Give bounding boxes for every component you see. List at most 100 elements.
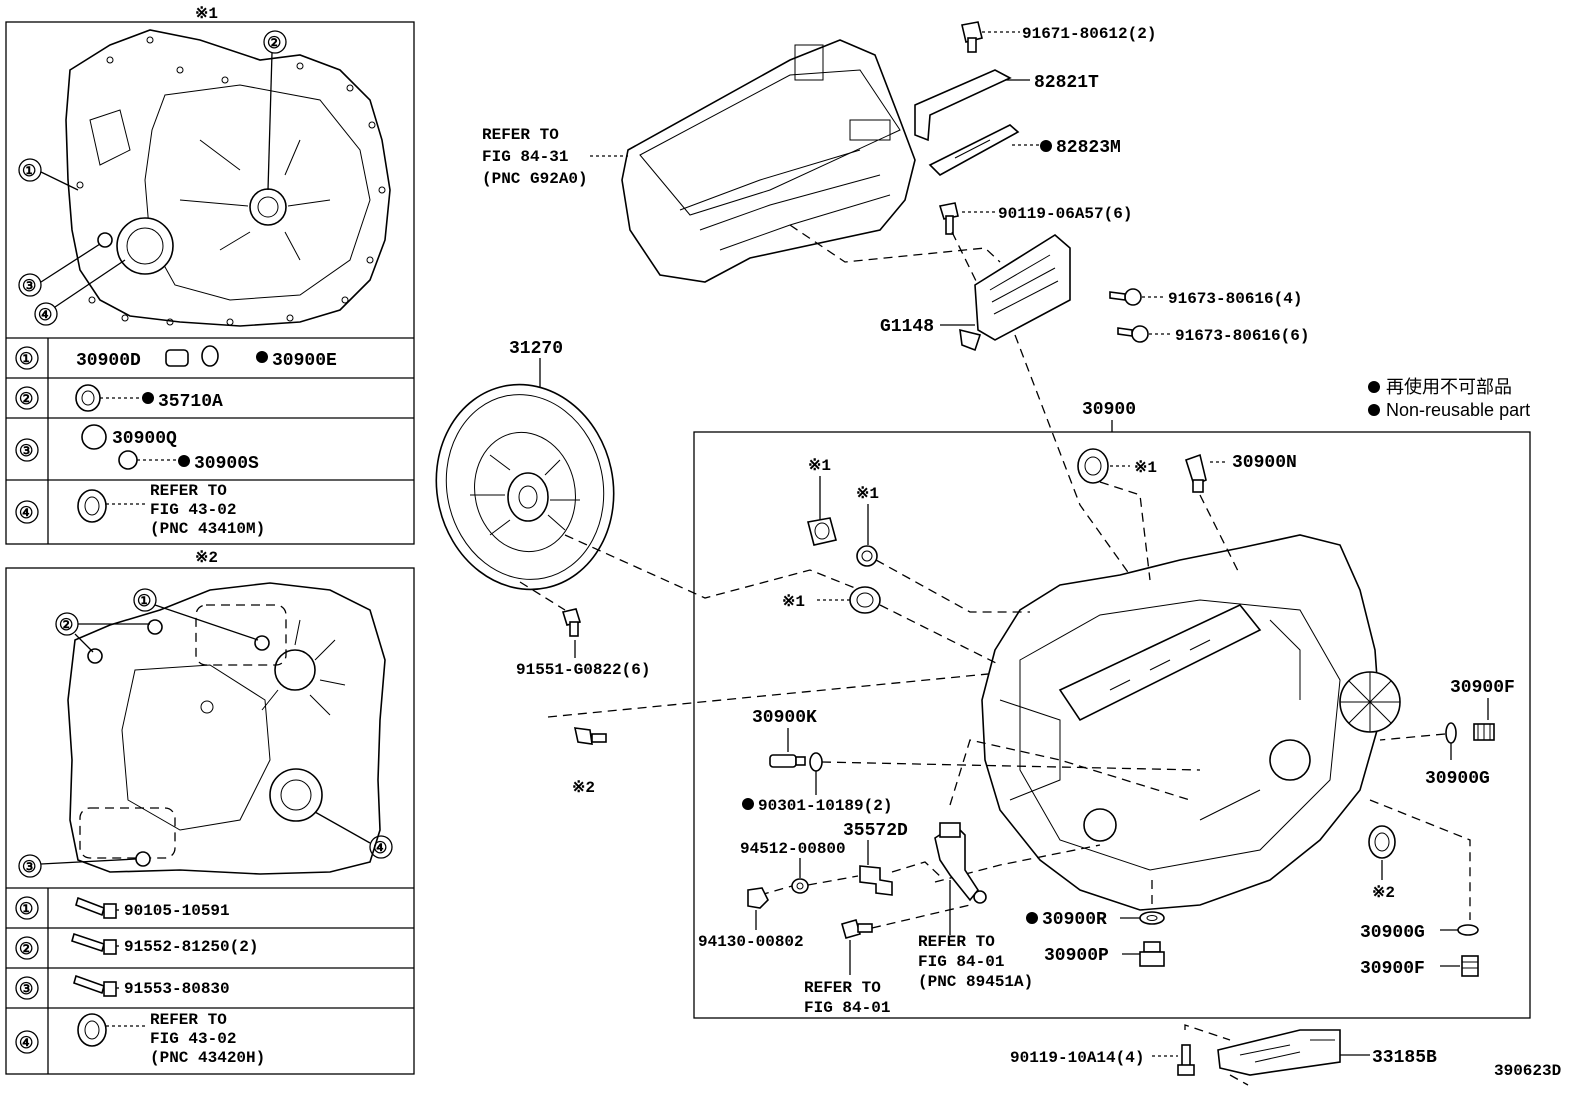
svg-text:※1: ※1	[1134, 459, 1157, 477]
figure-code: 390623D	[1494, 1062, 1561, 1080]
svg-text:③: ③	[19, 981, 33, 999]
svg-text:(PNC 89451A): (PNC 89451A)	[918, 973, 1033, 991]
callout-4: ④	[38, 307, 52, 325]
svg-text:②: ②	[19, 941, 33, 959]
svg-text:③: ③	[22, 859, 36, 877]
plug-30900P: 30900P	[1044, 941, 1165, 967]
svg-text:※1: ※1	[856, 485, 879, 503]
inset-1-row-4: ④ REFER TO FIG 43-02 (PNC 43410M)	[15, 482, 265, 538]
svg-text:REFER TO: REFER TO	[150, 1011, 227, 1029]
svg-text:REFER TO: REFER TO	[150, 482, 227, 500]
part-91553-80830: 91553-80830	[124, 980, 230, 998]
svg-text:FIG 84-01: FIG 84-01	[918, 953, 1004, 971]
bolt-91551: 91551-G0822(6)	[516, 608, 650, 679]
inset-2-row-2: ② 91552-81250(2)	[15, 932, 258, 960]
legend-en: Non-reusable part	[1386, 400, 1530, 420]
transaxle-assembly-30900: 30900	[693, 400, 1531, 1019]
part-82823M: 82823M	[1056, 138, 1121, 158]
svg-text:①: ①	[19, 901, 33, 919]
inset-2: ※2 ① ②	[5, 549, 415, 1075]
seal-x1-c: ※1	[782, 586, 881, 614]
washer-94512: 94512-00800	[740, 840, 846, 894]
part-90119-10A14: 90119-10A14(4)	[1010, 1049, 1144, 1067]
svg-text:※1: ※1	[808, 457, 831, 475]
svg-text:②: ②	[19, 391, 33, 409]
part-91673-80616-6: 91673-80616(6)	[1175, 327, 1309, 345]
plate-82823M: 82823M	[928, 124, 1121, 176]
part-30900P: 30900P	[1044, 946, 1109, 966]
svg-text:※2: ※2	[1372, 884, 1395, 902]
nut-94130: 94130-00802	[698, 887, 804, 951]
inset-1-row-2: ② 35710A	[15, 384, 223, 412]
gasket-30900G-top: 30900G	[1425, 722, 1490, 789]
seal-x2-right: ※2	[1368, 825, 1396, 902]
callout-1: ①	[22, 163, 36, 181]
damper-31270: 31270	[435, 339, 615, 591]
part-30900R: 30900R	[1042, 910, 1107, 930]
bracket-82821T: 82821T	[914, 69, 1099, 142]
part-30900E: 30900E	[272, 351, 337, 371]
svg-text:(PNC 43420H): (PNC 43420H)	[150, 1049, 265, 1067]
plug-30900F-bottom: 30900F	[1360, 955, 1479, 979]
svg-text:(PNC 43410M): (PNC 43410M)	[150, 520, 265, 538]
part-91552-81250: 91552-81250(2)	[124, 938, 258, 956]
svg-text:※1: ※1	[782, 593, 805, 611]
svg-text:④: ④	[373, 840, 387, 858]
svg-text:②: ②	[59, 617, 73, 635]
oring-90301: 90301-10189(2)	[742, 771, 892, 815]
part-90105-10591: 90105-10591	[124, 902, 230, 920]
inset-1-mark: ※1	[195, 5, 218, 23]
inset-2-row-3: ③ 91553-80830	[15, 974, 230, 1000]
svg-text:FIG 84-01: FIG 84-01	[804, 999, 890, 1017]
svg-text:FIG 43-02: FIG 43-02	[150, 1030, 236, 1048]
part-33185B: 33185B	[1372, 1048, 1437, 1068]
svg-text:REFER TO: REFER TO	[804, 979, 881, 997]
svg-text:③: ③	[19, 443, 33, 461]
bolt-90119-06A57: 90119-06A57(6)	[938, 202, 1132, 235]
bolt-91673-a: 91673-80616(4)	[1109, 288, 1302, 308]
inset-1: ※1	[5, 5, 415, 545]
inset-1-row-1: ① 30900D 30900E	[15, 345, 337, 371]
part-31270: 31270	[509, 339, 563, 359]
seal-30900-top: ※1	[1077, 448, 1157, 484]
svg-text:④: ④	[19, 505, 33, 523]
bolt-90119-10A14: 90119-10A14(4)	[1010, 1044, 1195, 1076]
svg-text:FIG 43-02: FIG 43-02	[150, 501, 236, 519]
part-30900F-b: 30900F	[1360, 959, 1425, 979]
legend: 再使用不可部品 Non-reusable part	[1368, 377, 1530, 420]
part-30900G-a: 30900G	[1425, 769, 1490, 789]
bolt-91673-b: 91673-80616(6)	[1117, 325, 1309, 345]
part-91671-80612: 91671-80612(2)	[1022, 25, 1156, 43]
inset-2-callouts: ① ② ③ ④	[18, 588, 393, 878]
part-30900N: 30900N	[1232, 453, 1297, 473]
transaxle-case-front-view	[65, 29, 391, 327]
bolt-refer-84-01: REFER TO FIG 84-01	[804, 919, 890, 1017]
part-30900G-b: 30900G	[1360, 923, 1425, 943]
part-35572D: 35572D	[843, 821, 908, 841]
part-30900Q: 30900Q	[112, 429, 177, 449]
svg-text:④: ④	[19, 1035, 33, 1053]
part-30900F-a: 30900F	[1450, 678, 1515, 698]
callout-3: ③	[22, 278, 36, 296]
part-30900D: 30900D	[76, 351, 141, 371]
legend-jp: 再使用不可部品	[1386, 377, 1512, 397]
inverter-assembly	[621, 39, 916, 283]
sensor-30900N: 30900N	[1185, 453, 1297, 493]
inset-2-mark: ※2	[195, 549, 218, 567]
mark-2-bolt: ※2	[572, 779, 595, 797]
bracket-35572D: 35572D	[843, 821, 908, 896]
svg-text:REFER TO: REFER TO	[918, 933, 995, 951]
part-94512-00800: 94512-00800	[740, 840, 846, 858]
sensor-89451A: REFER TO FIG 84-01 (PNC 89451A)	[918, 822, 1033, 991]
inset-2-row-1: ① 90105-10591	[15, 896, 230, 920]
refer-fig-84-31: REFER TO FIG 84-31 (PNC G92A0)	[482, 126, 628, 188]
part-30900K: 30900K	[752, 708, 817, 728]
sensor-30900K: 30900K	[752, 708, 823, 772]
svg-text:FIG 84-31: FIG 84-31	[482, 148, 568, 166]
part-35710A: 35710A	[158, 392, 223, 412]
svg-text:REFER TO: REFER TO	[482, 126, 559, 144]
part-90301-10189: 90301-10189(2)	[758, 797, 892, 815]
part-30900S: 30900S	[194, 454, 259, 474]
svg-text:①: ①	[19, 351, 33, 369]
bolt-91671: 91671-80612(2)	[961, 21, 1156, 53]
